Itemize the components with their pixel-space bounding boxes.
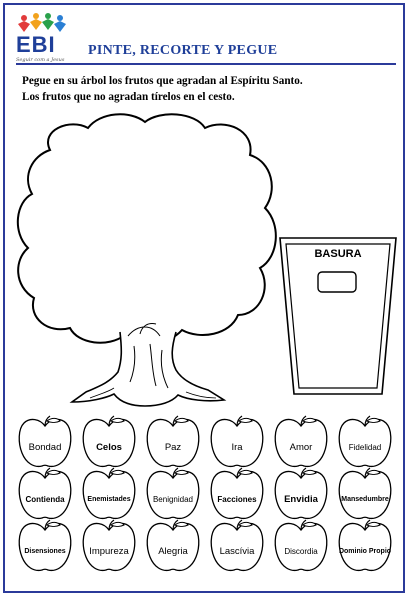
instruction-line-2: Los frutos que no agradan tírelos en el … <box>22 91 235 103</box>
fruit-label: Enemistades <box>87 495 131 503</box>
logo-tagline: Seguir com a Jesus <box>16 57 65 63</box>
fruit-label: Ira <box>231 441 243 453</box>
logo-text: EBI <box>16 32 56 57</box>
fruit-label: Envidia <box>284 493 318 505</box>
fruit-card[interactable]: Envidia <box>272 467 330 521</box>
fruit-label: Celos <box>96 441 122 453</box>
title-divider <box>16 63 396 65</box>
apple-outline-icon <box>338 519 392 572</box>
children-figures-icon <box>18 13 66 32</box>
apple-outline-icon <box>18 519 72 572</box>
page-title: PINTE, RECORTE Y PEGUE <box>88 43 278 58</box>
fruit-card[interactable]: Bondad <box>16 415 74 469</box>
fruit-card[interactable]: Celos <box>80 415 138 469</box>
apple-outline-icon <box>146 519 200 572</box>
fruit-label: Alegria <box>158 545 188 557</box>
fruit-card[interactable]: Alegria <box>144 519 202 573</box>
fruit-label: Facciones <box>217 494 257 504</box>
apple-outline-icon <box>274 415 328 468</box>
ebi-logo <box>12 10 82 70</box>
fruit-card[interactable]: Ira <box>208 415 266 469</box>
fruit-label: Paz <box>164 441 182 453</box>
bin-label: BASURA <box>314 248 362 260</box>
instructions: Pegue en su árbol los frutos que agradan… <box>22 73 402 105</box>
fruit-card[interactable]: Benignidad <box>144 467 202 521</box>
fruit-label: Contienda <box>25 494 65 504</box>
apple-outline-icon <box>338 415 392 468</box>
fruit-card[interactable]: Lascívia <box>208 519 266 573</box>
fruit-card[interactable]: Mansedumbre <box>336 467 394 521</box>
apple-outline-icon <box>146 467 200 520</box>
apple-outline-icon <box>274 519 328 572</box>
fruit-card[interactable]: Contienda <box>16 467 74 521</box>
fruit-card[interactable]: Enemistades <box>80 467 138 521</box>
apple-outline-icon <box>146 415 200 468</box>
fruit-card[interactable]: Disensiones <box>16 519 74 573</box>
apple-outline-icon <box>210 519 264 572</box>
fruit-label: Bondad <box>28 441 62 453</box>
fruit-card[interactable]: Impureza <box>80 519 138 573</box>
fruit-label: Dominio Propio <box>338 547 392 555</box>
fruit-label: Discordia <box>284 546 318 556</box>
apple-outline-icon <box>210 415 264 468</box>
fruit-card[interactable]: Amor <box>272 415 330 469</box>
fruit-label: Fidelidad <box>348 442 382 452</box>
fruit-label: Amor <box>289 441 313 453</box>
fruit-card[interactable]: Dominio Propio <box>336 519 394 573</box>
fruit-label: Impureza <box>89 545 129 557</box>
instruction-line-1: Pegue en su árbol los frutos que agradan… <box>22 75 303 87</box>
apple-outline-icon <box>210 467 264 520</box>
fruit-label: Mansedumbre <box>341 495 389 503</box>
apple-outline-icon <box>18 415 72 468</box>
fruit-label: Disensiones <box>24 547 66 555</box>
fruit-label: Lascívia <box>219 545 255 557</box>
apple-outline-icon <box>18 467 72 520</box>
fruit-card[interactable]: Paz <box>144 415 202 469</box>
tree-illustration <box>16 113 277 407</box>
apple-outline-icon <box>82 467 136 520</box>
fruit-card[interactable]: Fidelidad <box>336 415 394 469</box>
apple-outline-icon <box>274 467 328 520</box>
fruit-label: Benignidad <box>152 494 194 504</box>
page-border <box>3 3 405 593</box>
trash-bin-illustration <box>279 237 397 395</box>
apple-outline-icon <box>82 415 136 468</box>
apple-outline-icon <box>338 467 392 520</box>
fruit-card[interactable]: Discordia <box>272 519 330 573</box>
apple-outline-icon <box>82 519 136 572</box>
fruit-card[interactable]: Facciones <box>208 467 266 521</box>
